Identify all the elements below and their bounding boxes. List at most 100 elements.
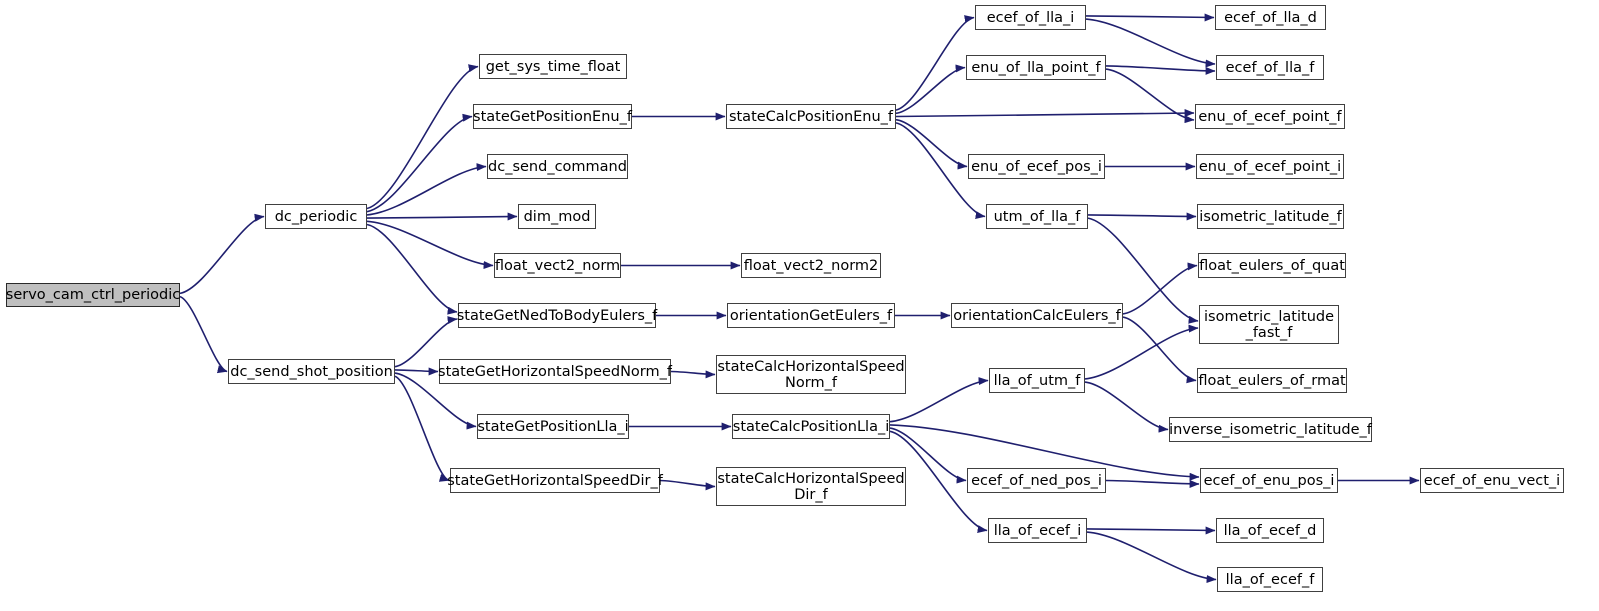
graph-node-dc_send_command[interactable]: dc_send_command	[487, 154, 628, 179]
graph-node-label: servo_cam_ctrl_periodic	[5, 287, 181, 303]
graph-node-lla_of_ecef_d[interactable]: lla_of_ecef_d	[1216, 518, 1324, 543]
graph-node-label: ecef_of_lla_f	[1225, 59, 1315, 76]
graph-edge-enu_of_lla_point_f-to-ecef_of_lla_f	[1105, 65, 1216, 75]
graph-node-dc_periodic[interactable]: dc_periodic	[265, 204, 367, 229]
graph-node-ecef_of_lla_d[interactable]: ecef_of_lla_d	[1215, 5, 1326, 30]
graph-edge-dc_send_shot_position-to-stateGetNedToBodyEulers_f	[394, 316, 458, 368]
graph-node-label: inverse_isometric_latitude_f	[1169, 421, 1372, 438]
graph-node-label: enu_of_lla_point_f	[971, 59, 1101, 76]
graph-node-label: ecef_of_lla_i	[986, 9, 1075, 26]
graph-edge-stateCalcPositionLla_i-to-ecef_of_enu_pos_i	[889, 424, 1200, 481]
graph-node-stateGetPositionLla_i[interactable]: stateGetPositionLla_i	[477, 414, 629, 439]
graph-node-stateGetPositionEnu_f[interactable]: stateGetPositionEnu_f	[473, 104, 632, 129]
graph-edge-dc_send_shot_position-to-stateGetHorizontalSpeedDir_f	[394, 375, 450, 482]
graph-edge-stateCalcPositionEnu_f-to-ecef_of_lla_i	[895, 15, 975, 111]
graph-node-label: stateGetPositionEnu_f	[473, 108, 632, 125]
graph-node-servo_cam_ctrl_periodic[interactable]: servo_cam_ctrl_periodic	[6, 283, 180, 307]
graph-edge-dc_send_shot_position-to-stateGetHorizontalSpeedNorm_f	[394, 367, 439, 376]
graph-node-label: enu_of_ecef_point_f	[1198, 108, 1342, 125]
graph-node-stateGetNedToBodyEulers_f[interactable]: stateGetNedToBodyEulers_f	[457, 303, 657, 328]
graph-edge-stateGetHorizontalSpeedDir_f-to-stateCalcHorizontalSpeedDir_f	[659, 479, 716, 491]
graph-edge-dc_send_shot_position-to-stateGetPositionLla_i	[394, 372, 477, 430]
graph-node-label: float_eulers_of_rmat	[1198, 372, 1346, 389]
graph-node-label: dc_send_command	[488, 158, 627, 175]
graph-node-label: stateCalcPositionLla_i	[732, 418, 890, 435]
graph-edge-orientationCalcEulers_f-to-float_eulers_of_rmat	[1122, 316, 1197, 384]
graph-node-stateCalcHorizontalSpeedNorm_f[interactable]: stateCalcHorizontalSpeed Norm_f	[716, 355, 906, 394]
graph-edge-stateCalcPositionLla_i-to-ecef_of_ned_pos_i	[889, 427, 967, 484]
graph-node-orientationGetEulers_f[interactable]: orientationGetEulers_f	[727, 303, 895, 328]
graph-edge-dc_periodic-to-get_sys_time_float	[366, 64, 479, 210]
graph-edge-lla_of_utm_f-to-inverse_isometric_latitude_f	[1084, 381, 1169, 433]
graph-edge-utm_of_lla_f-to-isometric_latitude_f	[1087, 212, 1197, 221]
graph-node-ecef_of_lla_i[interactable]: ecef_of_lla_i	[975, 5, 1086, 30]
graph-node-utm_of_lla_f[interactable]: utm_of_lla_f	[986, 204, 1088, 229]
graph-edge-stateCalcPositionLla_i-to-lla_of_utm_f	[889, 377, 989, 423]
graph-node-label: dc_periodic	[274, 208, 358, 225]
graph-node-enu_of_lla_point_f[interactable]: enu_of_lla_point_f	[966, 55, 1106, 80]
graph-node-label: lla_of_ecef_i	[993, 522, 1082, 539]
graph-node-stateGetHorizontalSpeedNorm_f[interactable]: stateGetHorizontalSpeedNorm_f	[438, 359, 672, 384]
graph-node-lla_of_ecef_i[interactable]: lla_of_ecef_i	[988, 518, 1087, 543]
graph-edge-lla_of_ecef_i-to-lla_of_ecef_f	[1086, 531, 1217, 583]
graph-node-label: stateCalcPositionEnu_f	[728, 108, 894, 125]
graph-edge-stateGetHorizontalSpeedNorm_f-to-stateCalcHorizontalSpeedNorm_f	[670, 370, 716, 379]
graph-node-label: orientationCalcEulers_f	[953, 307, 1121, 324]
graph-edge-servo_cam_ctrl_periodic-to-dc_periodic	[179, 213, 265, 295]
graph-edge-dc_periodic-to-stateGetNedToBodyEulers_f	[366, 223, 458, 315]
graph-node-label: isometric_latitude _fast_f	[1203, 308, 1335, 341]
graph-node-label: enu_of_ecef_pos_i	[971, 158, 1102, 175]
graph-node-label: lla_of_ecef_f	[1225, 571, 1315, 588]
graph-node-dc_send_shot_position[interactable]: dc_send_shot_position	[228, 359, 395, 384]
graph-node-label: utm_of_lla_f	[993, 208, 1081, 225]
graph-node-lla_of_ecef_f[interactable]: lla_of_ecef_f	[1217, 567, 1323, 592]
graph-node-enu_of_ecef_point_i[interactable]: enu_of_ecef_point_i	[1196, 154, 1344, 179]
graph-node-label: stateCalcHorizontalSpeed Norm_f	[717, 358, 905, 391]
graph-node-lla_of_utm_f[interactable]: lla_of_utm_f	[989, 368, 1085, 393]
graph-node-isometric_latitude_f[interactable]: isometric_latitude_f	[1197, 204, 1344, 229]
graph-node-get_sys_time_float[interactable]: get_sys_time_float	[479, 54, 627, 79]
graph-node-isometric_latitude_fast_f[interactable]: isometric_latitude _fast_f	[1199, 305, 1339, 344]
graph-node-stateGetHorizontalSpeedDir_f[interactable]: stateGetHorizontalSpeedDir_f	[447, 468, 663, 493]
graph-edge-dc_periodic-to-dc_send_command	[366, 163, 487, 216]
graph-node-stateCalcPositionEnu_f[interactable]: stateCalcPositionEnu_f	[726, 104, 896, 129]
graph-node-label: stateCalcHorizontalSpeed Dir_f	[717, 470, 905, 503]
graph-node-label: dc_send_shot_position	[230, 363, 393, 380]
graph-node-enu_of_ecef_point_f[interactable]: enu_of_ecef_point_f	[1195, 104, 1345, 129]
graph-node-ecef_of_enu_pos_i[interactable]: ecef_of_enu_pos_i	[1200, 468, 1338, 493]
graph-node-label: float_vect2_norm	[494, 257, 621, 274]
graph-node-label: dim_mod	[523, 208, 591, 225]
graph-node-label: ecef_of_enu_pos_i	[1203, 472, 1335, 489]
graph-node-stateCalcHorizontalSpeedDir_f[interactable]: stateCalcHorizontalSpeed Dir_f	[716, 467, 906, 506]
graph-node-label: ecef_of_enu_vect_i	[1423, 472, 1561, 489]
graph-edge-enu_of_lla_point_f-to-enu_of_ecef_point_f	[1105, 68, 1195, 124]
graph-edge-dc_periodic-to-dim_mod	[366, 212, 518, 221]
graph-edge-lla_of_utm_f-to-isometric_latitude_fast_f	[1084, 324, 1199, 380]
graph-edge-stateCalcPositionEnu_f-to-utm_of_lla_f	[895, 122, 986, 219]
graph-node-ecef_of_ned_pos_i[interactable]: ecef_of_ned_pos_i	[967, 468, 1106, 493]
graph-node-float_vect2_norm[interactable]: float_vect2_norm	[494, 253, 621, 278]
graph-node-label: ecef_of_lla_d	[1224, 9, 1317, 26]
graph-node-float_eulers_of_rmat[interactable]: float_eulers_of_rmat	[1197, 368, 1347, 393]
graph-node-label: float_vect2_norm2	[743, 257, 879, 274]
graph-node-orientationCalcEulers_f[interactable]: orientationCalcEulers_f	[951, 303, 1123, 328]
graph-node-float_vect2_norm2[interactable]: float_vect2_norm2	[741, 253, 881, 278]
graph-edge-stateCalcPositionEnu_f-to-enu_of_ecef_point_f	[895, 109, 1195, 118]
graph-edge-servo_cam_ctrl_periodic-to-dc_send_shot_position	[179, 295, 228, 374]
graph-edge-ecef_of_lla_i-to-ecef_of_lla_f	[1085, 18, 1216, 68]
graph-node-label: stateGetPositionLla_i	[477, 418, 629, 435]
graph-node-enu_of_ecef_pos_i[interactable]: enu_of_ecef_pos_i	[968, 154, 1105, 179]
graph-node-float_eulers_of_quat[interactable]: float_eulers_of_quat	[1198, 253, 1346, 278]
graph-node-label: enu_of_ecef_point_i	[1198, 158, 1342, 175]
graph-node-inverse_isometric_latitude_f[interactable]: inverse_isometric_latitude_f	[1169, 417, 1372, 442]
graph-node-ecef_of_enu_vect_i[interactable]: ecef_of_enu_vect_i	[1420, 468, 1564, 493]
graph-node-ecef_of_lla_f[interactable]: ecef_of_lla_f	[1216, 55, 1324, 80]
graph-node-dim_mod[interactable]: dim_mod	[518, 204, 596, 229]
graph-edge-utm_of_lla_f-to-isometric_latitude_fast_f	[1087, 217, 1199, 324]
graph-node-stateCalcPositionLla_i[interactable]: stateCalcPositionLla_i	[732, 414, 890, 439]
graph-edge-ecef_of_lla_i-to-ecef_of_lla_d	[1085, 13, 1215, 22]
graph-node-label: stateGetHorizontalSpeedDir_f	[447, 472, 663, 489]
graph-edge-orientationCalcEulers_f-to-float_eulers_of_quat	[1122, 262, 1198, 315]
